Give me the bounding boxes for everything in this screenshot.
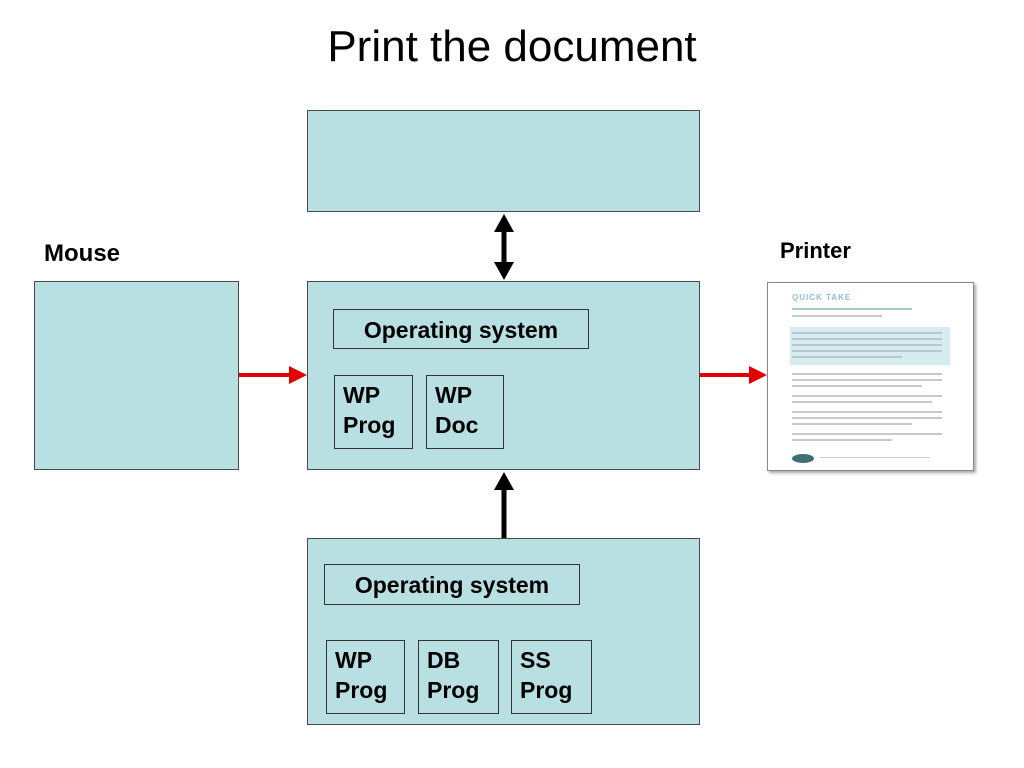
mouse-label: Mouse [44,240,121,267]
program-line1: SS [520,647,551,673]
document-line [792,315,882,317]
document-line [792,308,912,310]
program-line1: DB [427,647,461,673]
document-line [792,344,942,346]
disk-program-ss-prog: SS Prog [511,640,592,714]
document-line [792,417,942,419]
ram-to-printer-arrow [700,366,767,384]
mouse-to-ram-arrow [239,366,307,384]
page-title: Print the document [327,22,697,71]
document-line [792,338,942,340]
program-line2: Prog [427,677,480,703]
program-line2: Prog [343,412,396,438]
document-line [792,411,942,413]
document-line [820,457,930,458]
screen-box [307,110,700,212]
document-logo [792,454,814,463]
program-line2: Prog [335,677,388,703]
document-line [792,373,942,375]
document-line [792,395,942,397]
ram-program-wp-prog: WP Prog [334,375,413,449]
document-line [792,379,942,381]
program-line1: WP [435,382,473,408]
printed-document-image: QUICK TAKE [767,282,974,471]
document-line [792,401,932,403]
program-line2: Prog [520,677,573,703]
document-line [792,356,902,358]
screen-ram-double-arrow [494,214,514,280]
program-line1: WP [343,382,381,408]
document-line [792,350,942,352]
program-line1: WP [335,647,373,673]
ram-program-wp-doc: WP Doc [426,375,504,449]
printer-label: Printer [780,238,851,263]
document-line [792,433,942,435]
disk-operating-system: Operating system [324,564,580,605]
document-line [792,423,912,425]
disk-to-ram-arrow [494,472,514,538]
disk-program-db-prog: DB Prog [418,640,499,714]
document-header: QUICK TAKE [792,293,852,302]
document-line [792,439,892,441]
mouse-box [34,281,239,470]
program-line2: Doc [435,412,479,438]
ram-operating-system: Operating system [333,309,589,349]
document-line [792,332,942,334]
document-line [792,385,922,387]
disk-program-wp-prog: WP Prog [326,640,405,714]
